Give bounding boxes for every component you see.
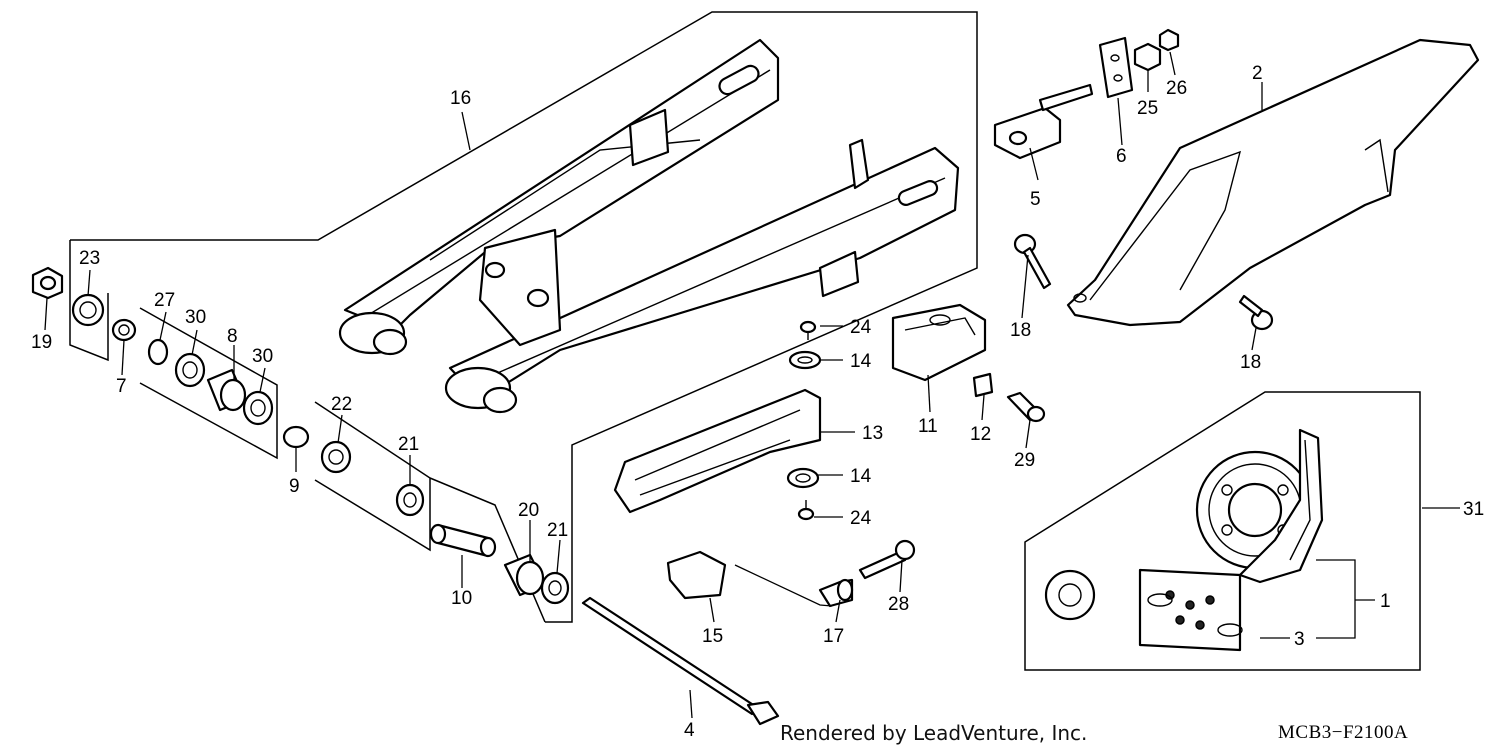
- bolt-17: [818, 578, 854, 608]
- callout-24-lower: 24: [850, 508, 872, 529]
- bolt-18-lower: [1238, 294, 1274, 331]
- swingarm: [338, 38, 960, 414]
- callout-5: 5: [1030, 189, 1041, 210]
- callout-21-lower: 21: [547, 520, 568, 541]
- washer-14-lower: [786, 467, 820, 489]
- callout-11: 11: [918, 416, 938, 437]
- callout-21-upper: 21: [398, 434, 419, 455]
- bearing-22: [320, 440, 352, 474]
- callout-2: 2: [1252, 63, 1263, 84]
- callout-14-upper: 14: [850, 351, 872, 372]
- collar-10: [429, 523, 497, 558]
- collar-9: [282, 425, 310, 449]
- render-credit: Rendered by LeadVenture, Inc.: [780, 721, 1087, 745]
- collar-12: [972, 372, 994, 398]
- callout-23: 23: [79, 248, 100, 269]
- pivot-bolt-4: [581, 596, 780, 726]
- callout-24-upper: 24: [850, 317, 872, 338]
- adjuster-plate-6: [1098, 36, 1134, 99]
- spacer-20: [503, 553, 547, 597]
- callout-30-right: 30: [252, 346, 273, 367]
- bearing-30-left: [174, 352, 206, 388]
- washer-14-upper: [788, 350, 822, 370]
- spacer-8: [206, 368, 247, 412]
- slider-rubber-15: [666, 550, 727, 600]
- master-link-3: [1138, 568, 1243, 652]
- callout-26: 26: [1166, 78, 1187, 99]
- chain-case-2: [1066, 38, 1480, 327]
- collar-7: [111, 318, 137, 342]
- callout-1: 1: [1380, 591, 1391, 612]
- bearing-left-outline: [69, 240, 109, 362]
- callout-3: 3: [1294, 629, 1305, 650]
- bearing-right-outline: [314, 401, 431, 552]
- front-sprocket: [1044, 569, 1096, 621]
- callout-20: 20: [518, 500, 539, 521]
- bolt-18-upper: [1013, 233, 1052, 290]
- callout-18-lower: 18: [1240, 352, 1261, 373]
- callout-7: 7: [116, 376, 127, 397]
- oil-seal-27: [147, 338, 169, 366]
- callout-17: 17: [823, 626, 844, 647]
- chain-slider-13: [613, 388, 822, 514]
- leader-lines: [44, 51, 1460, 719]
- screw-24-lower: [797, 500, 815, 521]
- bolt-29: [1006, 391, 1046, 423]
- bearing-23: [71, 293, 105, 327]
- callout-labels: 1 2 3 4 5 6 7 8 9 10 11 12 13 14 14 15 1…: [31, 63, 1484, 741]
- bolt-28: [858, 539, 916, 580]
- callout-9: 9: [289, 476, 300, 497]
- callout-31: 31: [1463, 499, 1484, 520]
- callout-14-lower: 14: [850, 466, 872, 487]
- bearing-21-upper: [395, 483, 425, 517]
- screw-24-upper: [799, 320, 817, 340]
- nut-26: [1158, 28, 1180, 52]
- bearing-21-lower: [540, 571, 570, 605]
- chain-adjuster-5: [993, 83, 1094, 160]
- chain-kit-group-outline: [1024, 391, 1421, 671]
- callout-6: 6: [1116, 146, 1127, 167]
- nut-19: [31, 266, 64, 300]
- callout-28: 28: [888, 594, 909, 615]
- bearing-30-right: [242, 390, 274, 426]
- callout-8: 8: [227, 326, 238, 347]
- swingarm-group-outline: [70, 11, 978, 623]
- callout-27: 27: [154, 290, 175, 311]
- callout-18-upper: 18: [1010, 320, 1031, 341]
- callout-4: 4: [684, 720, 695, 741]
- callout-10: 10: [451, 588, 472, 609]
- callout-15: 15: [702, 626, 723, 647]
- callout-30-left: 30: [185, 307, 206, 328]
- drive-chain-1: [1238, 428, 1324, 584]
- callout-25: 25: [1137, 98, 1158, 119]
- bearing-middle-outline: [139, 307, 278, 460]
- chain-guide-11: [891, 303, 987, 382]
- callout-22: 22: [331, 394, 352, 415]
- callout-19: 19: [31, 332, 52, 353]
- nut-25: [1133, 42, 1162, 72]
- callout-16: 16: [450, 88, 471, 109]
- diagram-code: MCB3−F2100A: [1278, 722, 1408, 743]
- callout-12: 12: [970, 424, 991, 445]
- callout-29: 29: [1014, 450, 1035, 471]
- callout-13: 13: [862, 423, 883, 444]
